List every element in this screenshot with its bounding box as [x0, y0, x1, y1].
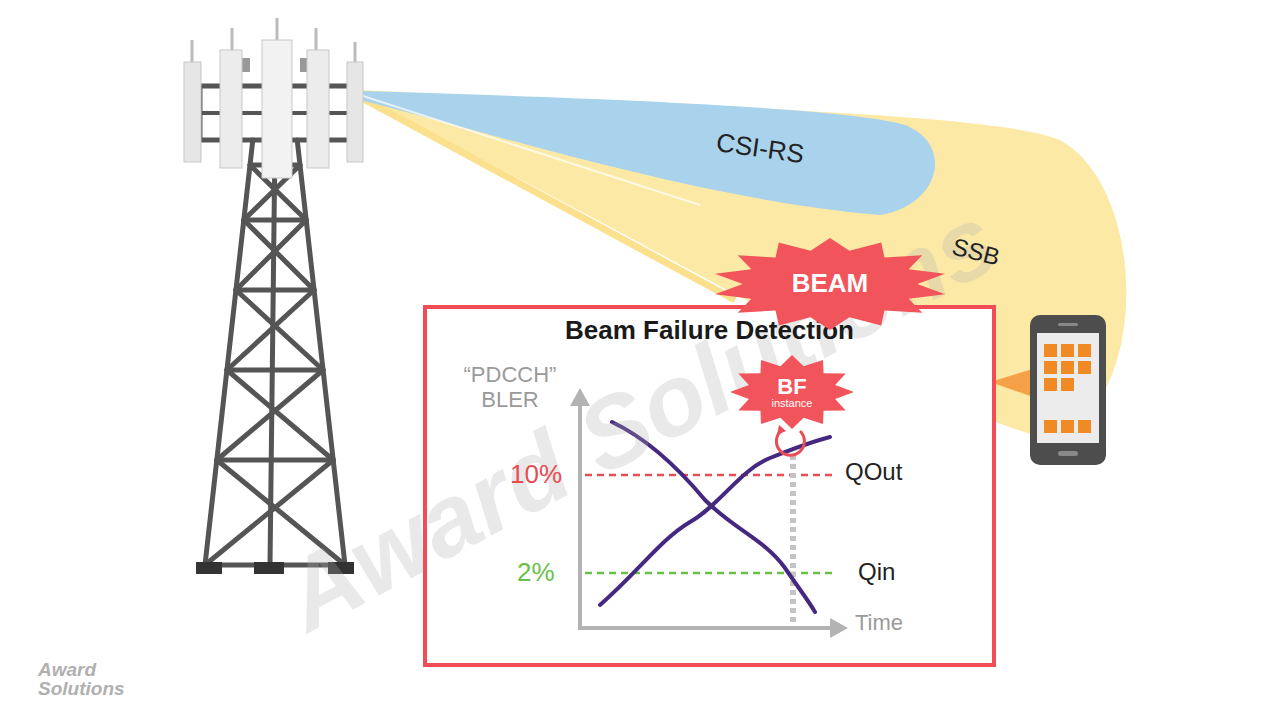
- bler-chart-part: [790, 455, 796, 624]
- threshold-value: 10%: [510, 460, 562, 490]
- antenna-panels-part: [315, 28, 318, 52]
- cell-tower-part: [205, 140, 345, 565]
- cell-tower: [184, 18, 363, 574]
- bler-chart-part: [776, 430, 804, 455]
- phone-part-part: [1044, 361, 1057, 374]
- burst-label: BEAM: [792, 270, 869, 297]
- cell-tower-part: [254, 562, 284, 574]
- phone-part-part: [1044, 378, 1057, 391]
- watermark: Award Solutions: [216, 155, 1065, 679]
- phone-part-part: [1061, 344, 1074, 357]
- bler-chart-part: [612, 422, 815, 612]
- phone-part-part: [1078, 361, 1091, 374]
- cell-tower-part-part: [244, 220, 314, 290]
- bler-chart-part: [830, 618, 848, 638]
- cell-tower-part-part: [217, 460, 345, 565]
- threshold-name: Qin: [858, 558, 895, 586]
- burst-label: instance: [772, 398, 813, 410]
- phone-part: [1037, 333, 1099, 443]
- antenna-panels: [184, 18, 363, 178]
- signal-name: CSI-RS: [714, 128, 805, 170]
- logo-text: Award Solutions: [38, 660, 178, 698]
- phone-beam-part: [990, 368, 1036, 398]
- bler-chart-part: [580, 400, 832, 628]
- phone-part-part: [1078, 344, 1091, 357]
- cell-tower-part: [196, 562, 222, 574]
- phone-part: [1058, 323, 1078, 326]
- phone-part-part: [1061, 361, 1074, 374]
- threshold-name: QOut: [845, 458, 902, 486]
- beam-burst: BEAM: [712, 238, 948, 330]
- detection-panel-ground: [425, 307, 994, 665]
- antenna-panels-part: [220, 50, 242, 168]
- bler-chart-part: [777, 425, 786, 435]
- starburst-outline: [730, 355, 854, 429]
- axis-title: Time: [855, 610, 903, 635]
- threshold-value: 2%: [517, 558, 555, 588]
- phone: [1030, 315, 1106, 465]
- antenna-panels-part: [354, 42, 357, 62]
- phone-part-part: [1061, 420, 1074, 433]
- detection-panel: BFinstance Beam Failure Detection: [423, 305, 996, 667]
- cell-tower-part-part: [244, 218, 306, 223]
- phone-part: [1058, 451, 1078, 456]
- cell-tower-part-part: [227, 290, 314, 370]
- cell-tower-part-part: [217, 370, 323, 460]
- antenna-panels-part: [184, 62, 201, 162]
- antenna-panels-part: [191, 40, 194, 62]
- antenna-panels-part: [231, 28, 234, 52]
- cell-tower-part-part: [236, 290, 323, 370]
- phone-beam: [990, 368, 1036, 398]
- phone-part-part: [1061, 378, 1074, 391]
- antenna-panels-part: [307, 50, 329, 168]
- bf-instance-burst: BFinstance: [730, 355, 854, 429]
- csi-rs-beam-part: [360, 91, 935, 215]
- antenna-panels-part: [347, 62, 363, 162]
- phone-part-part: [1078, 420, 1091, 433]
- phone-part-part: [1044, 420, 1057, 433]
- cell-tower-part-part: [236, 288, 314, 293]
- cell-tower-part-part: [227, 368, 323, 373]
- cell-tower-part-part: [227, 370, 333, 460]
- csi-rs-beam: [360, 91, 935, 215]
- burst-text: BFinstance: [730, 355, 854, 429]
- cell-tower-part-part: [217, 458, 333, 463]
- cell-tower-part-part: [236, 220, 306, 290]
- burst-label: BF: [777, 375, 806, 398]
- bler-chart-part: [570, 388, 590, 406]
- phone-part: [1044, 344, 1091, 433]
- signal-name: SSB: [949, 233, 1002, 271]
- phone-part-part: [1044, 344, 1057, 357]
- detection-panel-ground-part: [425, 307, 994, 665]
- bler-chart: [570, 388, 848, 638]
- burst-text: BEAM: [712, 238, 948, 330]
- cell-tower-part-part: [205, 460, 333, 565]
- cell-tower-part: [328, 562, 354, 574]
- axis-title: “PDCCH” BLER: [448, 362, 572, 413]
- csi-rs-beam-part: [360, 95, 700, 205]
- antenna-panels-part: [276, 18, 279, 42]
- antenna-panels-part: [262, 40, 292, 178]
- phone-part: [1030, 315, 1106, 465]
- panel-title: Beam Failure Detection: [427, 309, 992, 346]
